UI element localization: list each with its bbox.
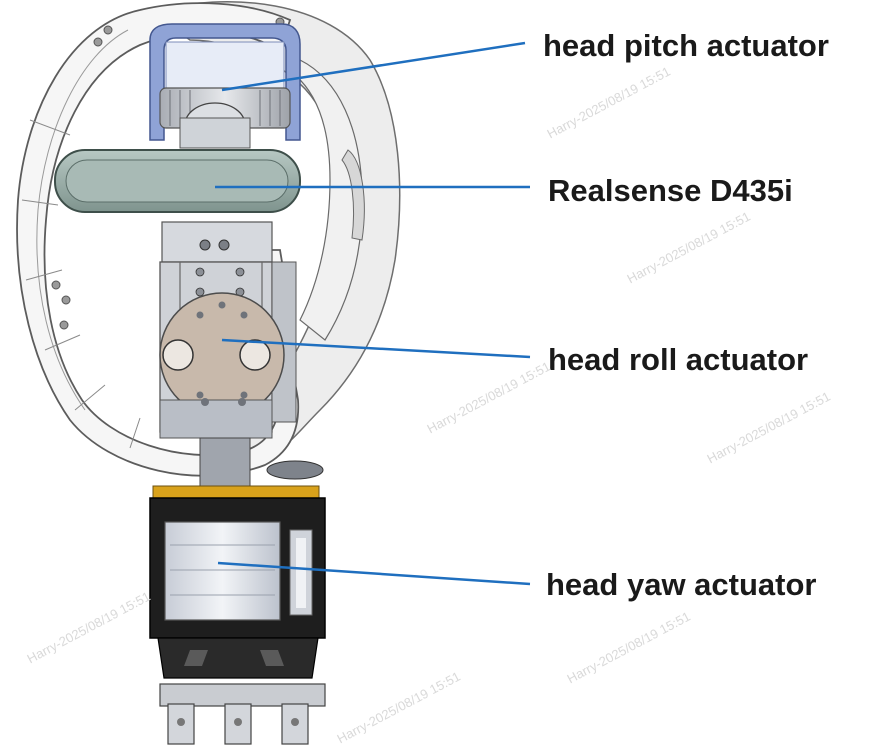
roll-actuator-pivot [162, 339, 194, 371]
mount-screw [177, 718, 185, 726]
mount-screw [199, 239, 211, 251]
base-mount-foot [167, 703, 195, 745]
head-frame-right-panel [294, 59, 363, 341]
yaw-actuator-window [164, 521, 281, 621]
frame-hole [93, 37, 103, 47]
leader-line-head-pitch [221, 41, 526, 92]
frame-hole [61, 295, 71, 305]
pitch-actuator-bracket [149, 23, 301, 141]
label-head-roll-actuator: head roll actuator [548, 342, 809, 377]
realsense-camera-face [65, 159, 289, 203]
neck-flange [266, 460, 324, 480]
mount-screw [218, 239, 230, 251]
yaw-actuator-slot-inner [296, 538, 306, 608]
base-mount-bracket [159, 683, 326, 707]
label-head-yaw-actuator: head yaw actuator [546, 567, 817, 602]
yaw-actuator-ring [152, 485, 320, 499]
head-frame-right-slot [341, 149, 365, 241]
mount-screw [234, 718, 242, 726]
label-realsense-d435i: Realsense D435i [548, 173, 793, 208]
yaw-actuator-window-lines [170, 544, 275, 596]
pitch-actuator-housing [179, 117, 251, 149]
frame-hole [103, 25, 113, 35]
leader-line-head-yaw [217, 561, 531, 586]
label-head-pitch-actuator: head pitch actuator [543, 28, 829, 63]
yaw-actuator-cutouts [184, 650, 284, 666]
head-frame-ring-panel-lines [21, 119, 201, 460]
mount-screw [291, 718, 299, 726]
frame-hole [51, 280, 61, 290]
yaw-actuator-lower-body [157, 637, 319, 679]
leader-line-head-roll [221, 338, 531, 359]
frame-hole [59, 320, 69, 330]
head-frame-ring-inner-edge [36, 29, 129, 411]
mount-screw [201, 398, 209, 406]
roll-actuator-base [159, 399, 273, 439]
mount-screw [238, 398, 246, 406]
roll-actuator-pivot [239, 339, 271, 371]
pitch-actuator-gear-teeth [169, 90, 281, 126]
neck-mount-block [161, 221, 273, 263]
neck-shaft [199, 437, 251, 489]
